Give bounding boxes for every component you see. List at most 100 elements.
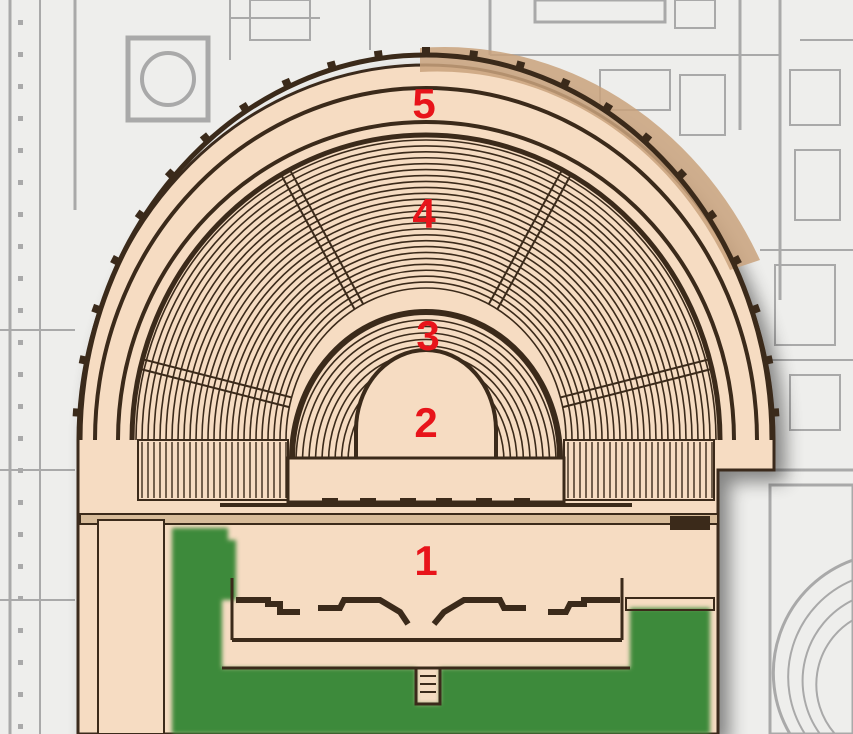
seat-row-lower: [301, 325, 551, 463]
column-dot: [18, 212, 23, 217]
seat-row-upper: [225, 228, 627, 441]
column-dot: [18, 436, 23, 441]
buttress: [91, 303, 102, 315]
scaenae-frons: [222, 578, 630, 706]
column-dot: [18, 404, 23, 409]
seat-row-upper: [183, 186, 669, 441]
column-dot: [18, 468, 23, 473]
seat-row-upper: [213, 216, 639, 441]
stairway-line: [487, 170, 563, 305]
seat-row-lower: [314, 338, 538, 463]
buttress: [763, 355, 774, 365]
label-1-stage: 1: [414, 537, 437, 584]
seat-row-upper: [261, 263, 591, 441]
column-dot: [18, 276, 23, 281]
seat-row-upper: [267, 269, 585, 441]
column-dot: [18, 372, 23, 377]
stairway-line: [144, 358, 292, 399]
portico-inner-wall: [93, 86, 759, 441]
stairway-line: [141, 368, 290, 409]
praecinctio-wall: [289, 309, 563, 459]
cavea-outer-edge: [129, 132, 723, 441]
stairways: [141, 170, 711, 409]
buttress: [559, 77, 571, 89]
seat-row-upper: [141, 145, 711, 441]
stairway-line: [560, 358, 708, 399]
stage-corner-block: [670, 516, 710, 530]
stairway-line: [280, 175, 356, 310]
column-dot: [18, 148, 23, 153]
seat-row-lower: [321, 345, 531, 463]
buttress: [602, 101, 614, 113]
stairway-line: [496, 175, 572, 310]
stage-wall-band: [79, 513, 719, 525]
stairway-line: [562, 368, 711, 409]
seat-row-upper: [285, 287, 567, 441]
buttress: [164, 168, 177, 180]
buttress: [770, 408, 780, 417]
label-3-ima-cavea: 3: [416, 312, 439, 359]
column-dots: [18, 20, 23, 729]
buttress: [731, 255, 742, 266]
seat-row-upper: [219, 222, 633, 441]
seat-row-upper: [273, 275, 579, 441]
seat-row-upper: [171, 174, 681, 441]
portico-buttresses: [72, 47, 780, 417]
label-4-media-cavea: 4: [412, 190, 436, 237]
buttress: [134, 209, 146, 221]
seat-row-upper: [237, 239, 615, 441]
column-dot: [18, 340, 23, 345]
seat-row-upper: [147, 151, 705, 441]
column-dot: [18, 52, 23, 57]
column-dot: [18, 500, 23, 505]
stairway-line: [289, 170, 365, 305]
buttress: [515, 60, 526, 71]
seat-row-upper: [249, 251, 603, 441]
buttress: [281, 77, 293, 89]
orchestra: [354, 348, 498, 472]
column-dot: [18, 308, 23, 313]
west-parodos: [97, 519, 165, 734]
lateral-seating: [137, 439, 715, 501]
buttress: [373, 50, 383, 60]
column-dot: [18, 596, 23, 601]
buttress: [78, 355, 89, 365]
seat-row-lower: [308, 332, 544, 463]
column-dot: [18, 244, 23, 249]
buttress: [72, 408, 82, 417]
seat-row-upper: [231, 234, 621, 441]
seat-row-upper: [255, 257, 597, 441]
buttress: [199, 132, 212, 144]
summa-cavea-wall: [116, 120, 736, 441]
buttress: [706, 209, 718, 221]
garden: [172, 528, 710, 734]
column-dot: [18, 532, 23, 537]
buttress: [675, 168, 688, 180]
seat-row-upper: [153, 156, 699, 441]
buttress: [326, 60, 337, 71]
buttress: [750, 303, 761, 315]
buttress: [238, 101, 250, 113]
seat-row-lower: [295, 319, 557, 463]
seat-row-upper: [159, 162, 693, 441]
column-dot: [18, 84, 23, 89]
column-dot: [18, 724, 23, 729]
buttress: [640, 132, 653, 144]
stage-front-platform: [286, 456, 566, 504]
label-2-orchestra: 2: [414, 399, 437, 446]
seat-row-upper: [279, 281, 573, 441]
seat-row-upper: [201, 204, 651, 441]
pulpitum-niches: [322, 498, 530, 506]
upper-seating-rows: [135, 139, 717, 441]
seat-row-upper: [207, 210, 645, 441]
seat-row-upper: [189, 192, 663, 441]
seat-row-upper: [243, 245, 609, 441]
column-dot: [18, 660, 23, 665]
seat-row-upper: [177, 180, 675, 441]
seat-row-upper: [195, 198, 657, 441]
column-dot: [18, 180, 23, 185]
east-portico-edge: [625, 597, 715, 611]
